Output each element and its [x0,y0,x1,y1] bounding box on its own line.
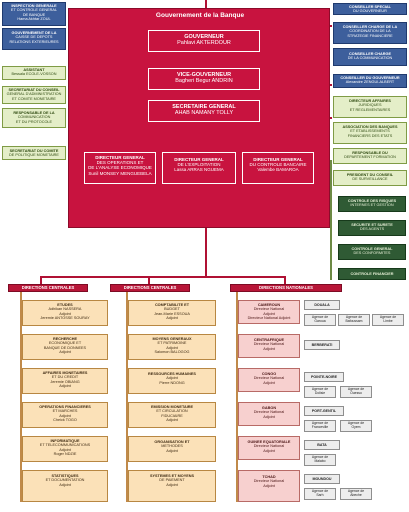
col-right-box-1[interactable]: CAMEROUN Directeur National Adjoint Dire… [238,300,300,324]
col-left-box-6[interactable]: STATISTIQUES ET DOCUMENTATION Adjoint [22,470,108,502]
col-right-box-6[interactable]: TCHAD Directeur National Adjoint [238,470,300,502]
col-mid-box-2[interactable]: MOYENS GENERAUX ET PATRIMOINE Adjoint Sa… [128,334,216,360]
agency-box-9[interactable]: PORT-GENTIL [304,406,344,416]
column-header-3[interactable]: DIRECTIONS NATIONALES [230,284,342,292]
col-right-box-5[interactable]: GUINEE EQUATORIALE Directeur National Ad… [238,436,300,460]
right-green-box-2[interactable]: ASSOCIATION DES BANQUES ET ETABLISSEMENT… [333,122,407,144]
agency-box-10[interactable]: Agence de Franceville [304,420,336,432]
agency-box-1[interactable]: DOUALA [304,300,340,310]
agency-box-4[interactable]: Agence de Limbe [372,314,404,326]
connector-col2-drop [148,276,150,284]
agency-box-12[interactable]: BATA [304,440,340,450]
connector-right-green [330,160,332,280]
col-mid-box-3[interactable]: RESSOURCES HUMAINES Adjoint Pierre NDONG [128,368,216,394]
right-dark-box-1[interactable]: CONTROLE DES RISQUES INTERNES ET GESTION [338,196,406,212]
column-header-1[interactable]: DIRECTIONS CENTRALES [8,284,88,292]
direction-generale-operations[interactable]: DIRECTEUR GENERAL DES OPERATIONS ET DE L… [84,152,156,184]
governance-title: Gouvernement de la Banque [155,12,245,19]
connector-col3-stem [236,292,238,502]
agency-box-7[interactable]: Agence de Dolisie [304,386,336,398]
right-green-box-1[interactable]: DIRECTEUR AFFAIRES JURIDIQUES ET REGLEME… [333,96,407,118]
agency-box-16[interactable]: Agence de Abeche [340,488,372,500]
agency-box-2[interactable]: Agence de Garoua [304,314,336,326]
right-green-box-4[interactable]: PRESIDENT DU CONSEIL DE SURVEILLANCE [333,170,407,186]
col-left-box-3[interactable]: AFFAIRES MONETAIRES ET DU CREDIT Jeremie… [22,368,108,394]
col-left-box-1[interactable]: ETUDES Adhikan NASSERA Adjoint Jeremie A… [22,300,108,326]
governor-box[interactable]: GOUVERNEUR Pahlavi AKTERDOUR [148,30,260,52]
right-blue-box-4[interactable]: CONSEILLER DU GOUVERNEUR Alexandre ZENGU… [333,74,407,88]
agency-box-14[interactable]: MOUNDOU [304,474,340,484]
vice-governor-title: VICE-GOUVERNEUR [176,72,232,78]
agency-box-3[interactable]: Agence de Bafoussam [338,314,370,326]
agency-box-13[interactable]: Agence de Malabo [304,454,336,466]
col-right-box-4[interactable]: GABON Directeur National Adjoint [238,402,300,426]
connector-col1-stem [20,292,22,502]
connector-gov-down [205,228,207,276]
direction-generale-controle[interactable]: DIRECTEUR GENERAL DU CONTROLE BANCAIRE V… [242,152,314,184]
governor-name: Pahlavi AKTERDOUR [177,40,231,47]
left-green-box-4[interactable]: SECRETARIAT DU COMITE DE POLITIQUE MONET… [2,146,66,160]
col-left-box-4[interactable]: OPERATIONS FINANCIERES ET MARCHES Adjoin… [22,402,108,428]
governor-title: GOUVERNEUR [184,34,224,40]
agency-box-6[interactable]: POINTE-NOIRE [304,372,344,382]
connector-col1-drop [40,276,42,284]
connector-col2-stem [126,292,128,502]
col-mid-box-4[interactable]: EMISSION MONETAIRE ET CIRCULATION FIDUCI… [128,402,216,428]
left-blue-box-1[interactable]: INSPECTION GENERALE ET CONTROLE GENERAL … [2,2,66,26]
secretary-general-title: SECRETAIRE GENERAL [172,104,236,110]
vice-governor-box[interactable]: VICE-GOUVERNEUR Bagheri Begur ANDRIN [148,68,260,90]
agency-box-11[interactable]: Agence de Oyem [340,420,372,432]
vice-governor-name: Bagheri Begur ANDRIN [175,78,233,85]
agency-box-15[interactable]: Agence de Sarh [304,488,336,500]
secretary-general-box[interactable]: SECRETAIRE GENERAL AHAB NAMANY TOLLY [148,100,260,122]
left-green-box-2[interactable]: SECRETARIAT DU CONSEIL GENERAL D'ADMINIS… [2,86,66,104]
right-blue-box-1[interactable]: CONSEILLER SPECIAL DU GOUVERNEUR [333,3,407,15]
right-blue-box-2[interactable]: CONSEILLER CHARGE DE LA COORDINATION DE … [333,22,407,44]
right-dark-box-4[interactable]: CONTROLE FINANCIER [338,268,406,280]
agency-box-8[interactable]: Agence de Ouesso [340,386,372,398]
left-blue-box-2[interactable]: GOUVERNEMENT DE LA CAISSE DE DEPOTS RELA… [2,28,66,50]
col-right-box-3[interactable]: CONGO Directeur National Adjoint [238,368,300,392]
col-mid-box-6[interactable]: SYSTEMES ET MOYENS DE PAIEMENT Adjoint [128,470,216,502]
right-dark-box-3[interactable]: CONTROLE GENERAL DES CONFORMITES [338,244,406,260]
governance-block [68,8,330,228]
connector-cols-bar [40,276,285,278]
left-green-box-3[interactable]: RESPONSABLE DE LA COMMUNICATION ET DU PR… [2,108,66,128]
direction-generale-exploitation[interactable]: DIRECTEUR GENERAL DE L'EXPLOITATION Lass… [162,152,236,184]
col-mid-box-1[interactable]: COMPTABILITE ET BUDGET Jean-Marie ESSOUA… [128,300,216,326]
right-dark-box-2[interactable]: SECURITE ET SURETE DES AGENTS [338,220,406,236]
left-green-box-1[interactable]: ASSISTANT Bessala ECOLE-VOSSON [2,66,66,80]
column-header-2[interactable]: DIRECTIONS CENTRALES [110,284,190,292]
col-mid-box-5[interactable]: ORGANISATION ET METHODES Adjoint [128,436,216,462]
connector-gov-top [205,0,207,8]
connector-col3-drop [284,276,286,284]
col-left-box-2[interactable]: RECHERCHE ECONOMIQUE ET BANQUE DE DONNEE… [22,334,108,360]
right-blue-box-3[interactable]: CONSEILLER CHARGE DE LA COMMUNICATION [333,48,407,66]
col-left-box-5[interactable]: INFORMATIQUE ET TELECOMMUNICATIONS Adjoi… [22,436,108,462]
agency-box-5[interactable]: BERBERATI [304,340,340,350]
right-green-box-3[interactable]: RESPONSABLE DU DEPARTEMENT FORMATION [333,148,407,164]
secretary-general-name: AHAB NAMANY TOLLY [174,110,234,117]
col-right-box-2[interactable]: CENTRAFRIQUE Directeur National Adjoint [238,334,300,358]
